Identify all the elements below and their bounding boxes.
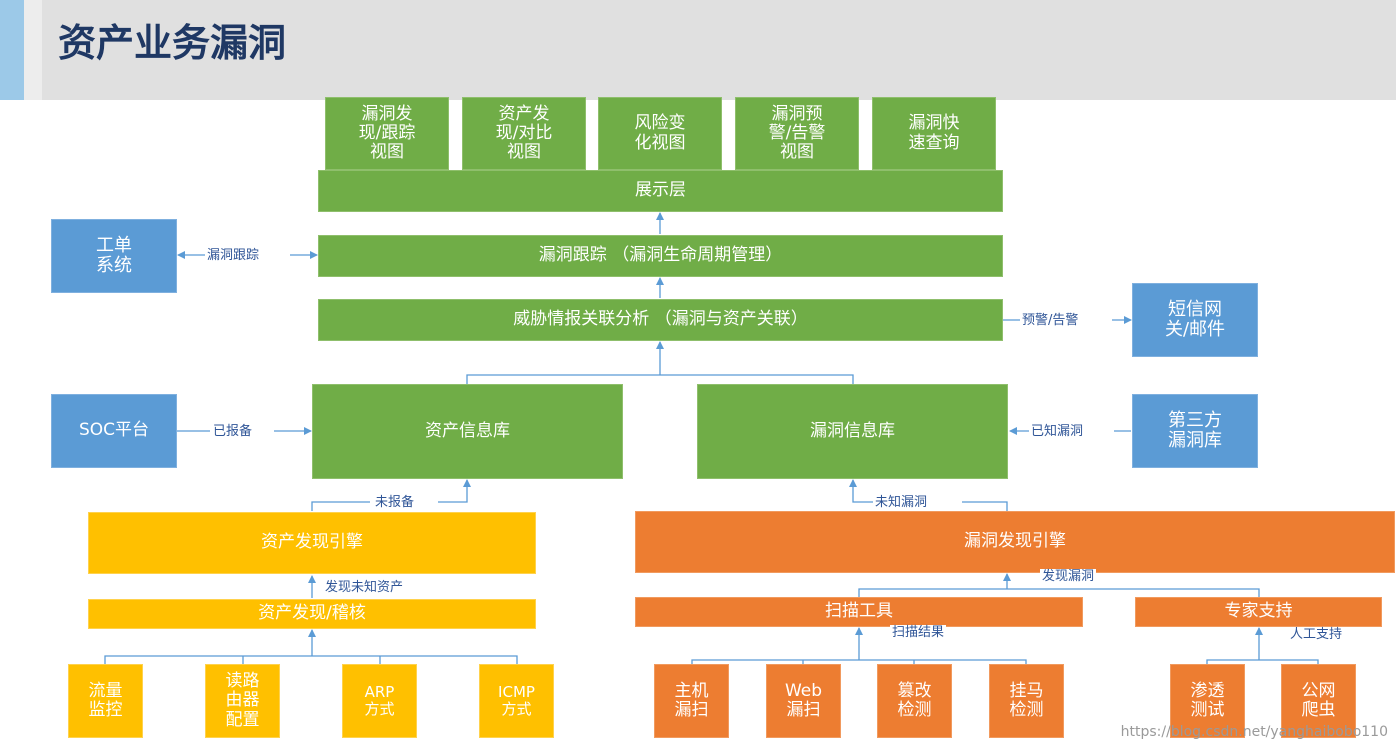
label-found-vuln: 发现漏洞	[1040, 569, 1097, 584]
label-vuln-tracking: 漏洞跟踪	[205, 248, 262, 263]
source-icmp: ICMP 方式	[479, 664, 554, 738]
asset-discovery-audit: 资产发现/稽核	[88, 599, 536, 629]
label-warning-alert: 预警/告警	[1020, 313, 1081, 328]
label-known-vuln: 已知漏洞	[1029, 424, 1086, 439]
scan-tamper: 篡改 检测	[877, 664, 952, 738]
scan-host: 主机 漏扫	[654, 664, 729, 738]
page-title: 资产业务漏洞	[58, 21, 287, 65]
source-arp: ARP 方式	[342, 664, 417, 738]
asset-discovery-engine: 资产发现引擎	[88, 512, 536, 574]
view-risk-change: 风险变 化视图	[598, 97, 722, 170]
ticket-system: 工单 系统	[51, 219, 177, 293]
header-bar	[0, 0, 1396, 100]
label-scan-result: 扫描结果	[890, 625, 947, 640]
soc-platform: SOC平台	[51, 394, 177, 468]
label-unreported: 未报备	[373, 495, 417, 510]
vuln-tracking-layer: 漏洞跟踪 （漏洞生命周期管理）	[318, 235, 1003, 277]
source-router-config: 读路 由器 配置	[205, 664, 280, 738]
third-party-vuln-db: 第三方 漏洞库	[1132, 394, 1258, 468]
view-vuln-quick-query: 漏洞快 速查询	[872, 97, 996, 170]
scan-tools: 扫描工具	[635, 597, 1083, 627]
vuln-discovery-engine: 漏洞发现引擎	[635, 511, 1395, 573]
scan-trojan: 挂马 检测	[989, 664, 1064, 738]
scan-web: Web 漏扫	[766, 664, 841, 738]
header-accent-bar-light	[24, 0, 42, 100]
sms-gateway-email: 短信网 关/邮件	[1132, 283, 1258, 357]
asset-info-db: 资产信息库	[312, 384, 623, 479]
expert-pentest: 渗透 测试	[1170, 664, 1245, 738]
watermark: https://blog.csdn.net/yanghaibobo110	[1120, 724, 1388, 740]
label-reported: 已报备	[211, 424, 255, 439]
view-vuln-warning-alert: 漏洞预 警/告警 视图	[735, 97, 859, 170]
threat-intel-analysis-layer: 威胁情报关联分析 （漏洞与资产关联）	[318, 299, 1003, 341]
vuln-info-db: 漏洞信息库	[697, 384, 1008, 479]
expert-support: 专家支持	[1135, 597, 1382, 627]
header-accent-bar	[0, 0, 24, 100]
source-traffic-monitoring: 流量 监控	[68, 664, 143, 738]
view-vuln-discovery-tracking: 漏洞发 现/跟踪 视图	[325, 97, 449, 170]
label-unknown-vuln: 未知漏洞	[873, 495, 930, 510]
display-layer: 展示层	[318, 170, 1003, 212]
label-manual-support: 人工支持	[1288, 627, 1345, 642]
view-asset-discovery-compare: 资产发 现/对比 视图	[462, 97, 586, 170]
expert-crawler: 公网 爬虫	[1281, 664, 1356, 738]
label-found-unknown-asset: 发现未知资产	[323, 580, 406, 595]
